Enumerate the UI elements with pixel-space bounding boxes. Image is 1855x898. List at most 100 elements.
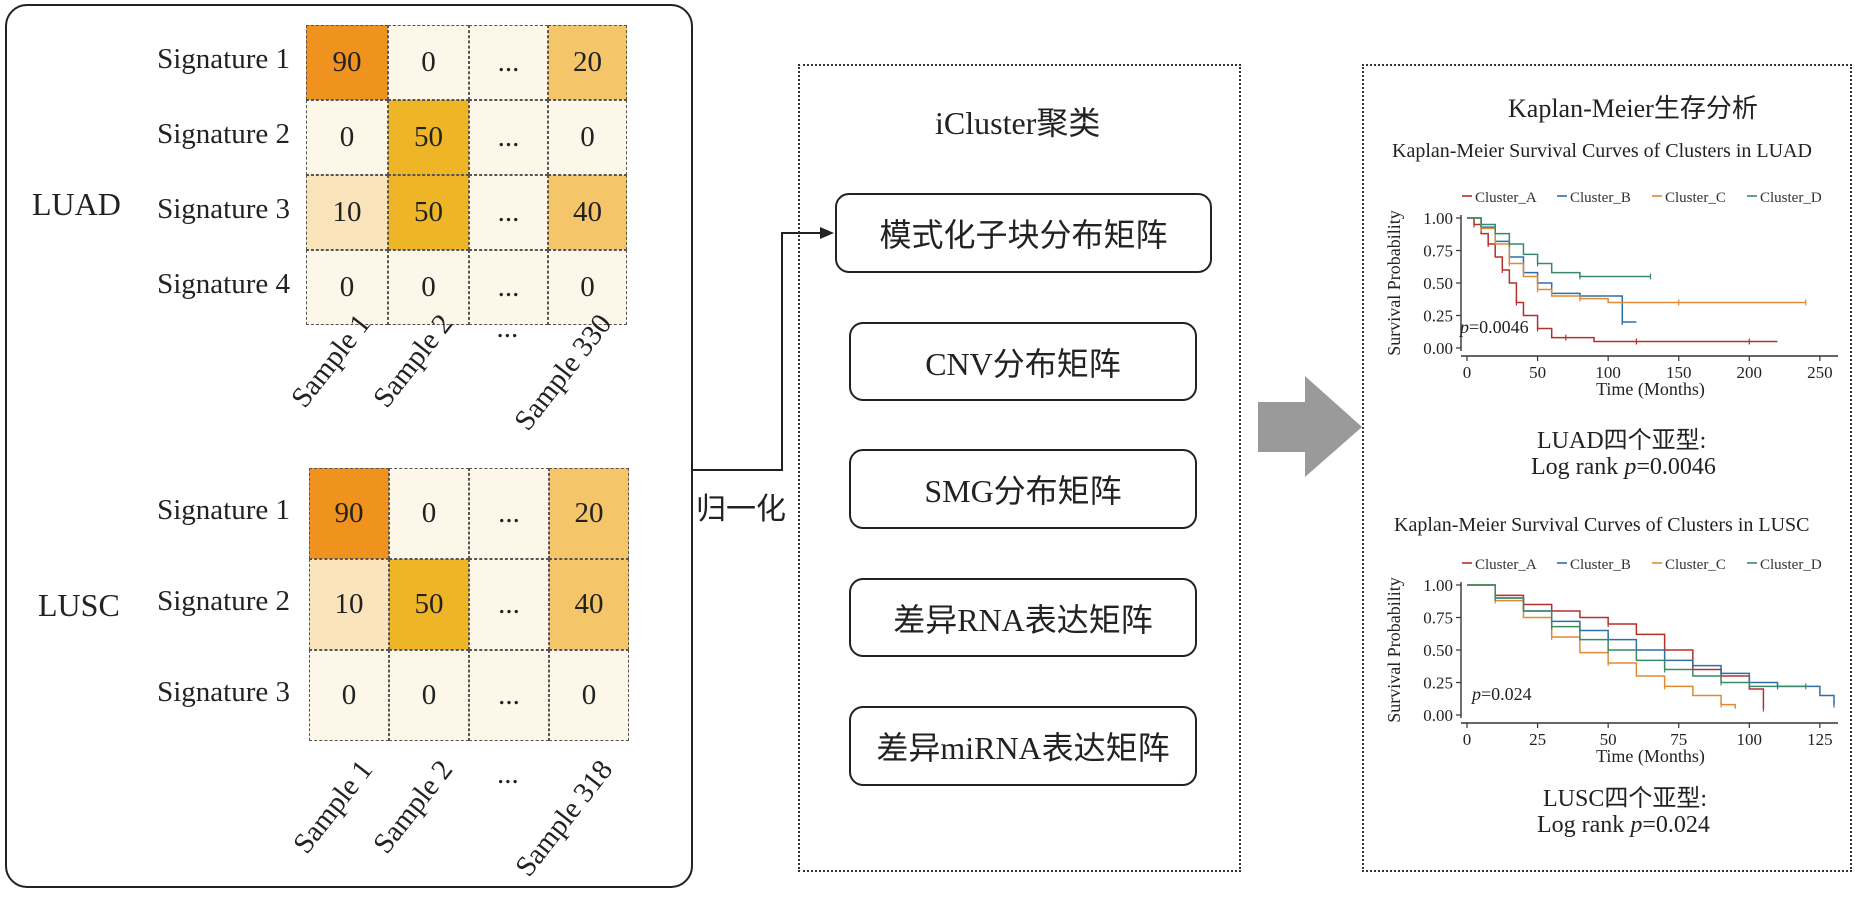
luad-col-ellipsis: ...	[496, 312, 519, 344]
legend-label: Cluster_A	[1475, 557, 1537, 573]
lusc-cell: 20	[549, 468, 629, 559]
luad-cell: 40	[548, 175, 627, 250]
lusc-cell: 0	[389, 468, 469, 559]
icluster-panel	[798, 64, 1241, 872]
flow-arrow	[1258, 376, 1362, 477]
legend-label: Cluster_D	[1760, 557, 1822, 573]
luad-cell: 0	[388, 250, 469, 325]
p-value-number: =0.024	[1481, 684, 1532, 704]
luad-cell: ...	[469, 100, 548, 175]
lusc-cell: 40	[549, 559, 629, 650]
p-value-symbol: p	[1470, 684, 1481, 704]
km-curve-cluster-c	[1467, 217, 1806, 304]
x-tick-label: 0	[1463, 363, 1472, 382]
y-tick-label: 0.75	[1423, 242, 1453, 261]
luad-row-label: Signature 1	[157, 42, 290, 75]
y-tick-label: 0.75	[1423, 609, 1453, 628]
survival-title: Kaplan-Meier生存分析	[1508, 94, 1758, 123]
x-tick-label: 50	[1529, 363, 1546, 382]
km-curve-cluster-a	[1467, 217, 1778, 343]
p-value-label: p=0.024	[1470, 684, 1532, 704]
heatmap-panel	[5, 4, 693, 888]
x-tick-label: 50	[1600, 730, 1617, 749]
plot2-caption1: LUSC四个亚型:	[1543, 786, 1708, 812]
lusc-col-ellipsis: ...	[497, 758, 519, 790]
lusc-cell: 0	[389, 650, 469, 741]
plot2-title: Kaplan-Meier Survival Curves of Clusters…	[1394, 514, 1810, 536]
legend-label: Cluster_C	[1665, 557, 1726, 573]
lusc-cell: 10	[309, 559, 389, 650]
lusc-row-label: Signature 2	[157, 584, 290, 617]
legend-label: Cluster_C	[1665, 190, 1726, 206]
luad-cell: 50	[388, 175, 469, 250]
lusc-row-label: Signature 1	[157, 493, 290, 526]
legend-label: Cluster_D	[1760, 190, 1822, 206]
plot1-caption1: LUAD四个亚型:	[1537, 428, 1707, 454]
plot1-caption2: Log rank p=0.0046	[1531, 454, 1716, 480]
y-tick-label: 0.00	[1423, 339, 1453, 358]
luad-cell: 20	[548, 25, 627, 100]
icluster-title: iCluster聚类	[935, 105, 1101, 141]
lusc-group-label: LUSC	[38, 587, 120, 623]
normalize-connector	[693, 227, 834, 471]
matrix-box-rna: 差异RNA表达矩阵	[849, 578, 1197, 657]
y-tick-label: 0.25	[1423, 674, 1453, 693]
flow-arrow-shape	[1258, 376, 1362, 477]
matrix-box-smg: SMG分布矩阵	[849, 449, 1197, 529]
luad-row-label: Signature 3	[157, 192, 290, 225]
x-tick-label: 75	[1670, 730, 1687, 749]
luad-cell: 0	[306, 100, 388, 175]
x-tick-label: 100	[1595, 363, 1621, 382]
x-tick-label: 200	[1737, 363, 1763, 382]
lusc-cell: 0	[549, 650, 629, 741]
luad-cell: 0	[548, 100, 627, 175]
matrix-box-cnv: CNV分布矩阵	[849, 322, 1197, 401]
lusc-cell: ...	[469, 468, 549, 559]
legend-label: Cluster_B	[1570, 557, 1631, 573]
lusc-cell: ...	[469, 559, 549, 650]
km-curve-cluster-d	[1467, 584, 1806, 688]
lusc-km-plot: Cluster_A Cluster_B Cluster_C Cluster_D 1.00…	[1384, 557, 1838, 767]
x-axis-label: Time (Months)	[1596, 746, 1705, 767]
y-tick-label: 0.50	[1423, 641, 1453, 660]
p-value-symbol: p	[1458, 317, 1469, 337]
p-value-label: p=0.0046	[1458, 317, 1529, 337]
lusc-cell: 90	[309, 468, 389, 559]
x-tick-label: 0	[1463, 730, 1472, 749]
luad-group-label: LUAD	[32, 186, 121, 222]
normalize-label: 归一化	[696, 493, 786, 526]
plot2-caption2: Log rank p=0.024	[1537, 812, 1710, 838]
p-value-number: =0.0046	[1469, 317, 1529, 337]
y-axis-label: Survival Probability	[1384, 577, 1404, 723]
luad-cell: 50	[388, 100, 469, 175]
legend-label: Cluster_A	[1475, 190, 1537, 206]
luad-cell: ...	[469, 25, 548, 100]
matrix-box-mirna: 差异miRNA表达矩阵	[849, 706, 1197, 786]
y-axis-label: Survival Probability	[1384, 210, 1404, 356]
y-tick-label: 1.00	[1423, 576, 1453, 595]
connector-line	[693, 232, 822, 471]
luad-cell: 0	[388, 25, 469, 100]
lusc-cell: 0	[309, 650, 389, 741]
x-axis-label: Time (Months)	[1596, 379, 1705, 400]
plot1-title: Kaplan-Meier Survival Curves of Clusters…	[1392, 140, 1812, 162]
x-tick-label: 25	[1529, 730, 1546, 749]
luad-row-label: Signature 2	[157, 117, 290, 150]
x-tick-label: 125	[1807, 730, 1833, 749]
luad-cell: 90	[306, 25, 388, 100]
survival-panel	[1362, 64, 1852, 872]
x-tick-label: 150	[1666, 363, 1692, 382]
connector-arrowhead	[820, 227, 834, 239]
lusc-cell: 50	[389, 559, 469, 650]
luad-cell: 0	[306, 250, 388, 325]
lusc-cell: ...	[469, 650, 549, 741]
luad-row-label: Signature 4	[157, 267, 290, 300]
x-tick-label: 100	[1737, 730, 1763, 749]
matrix-box-pattern: 模式化子块分布矩阵	[835, 193, 1212, 273]
luad-cell: 0	[548, 250, 627, 325]
y-tick-label: 0.00	[1423, 706, 1453, 725]
y-tick-label: 1.00	[1423, 209, 1453, 228]
lusc-row-label: Signature 3	[157, 675, 290, 708]
